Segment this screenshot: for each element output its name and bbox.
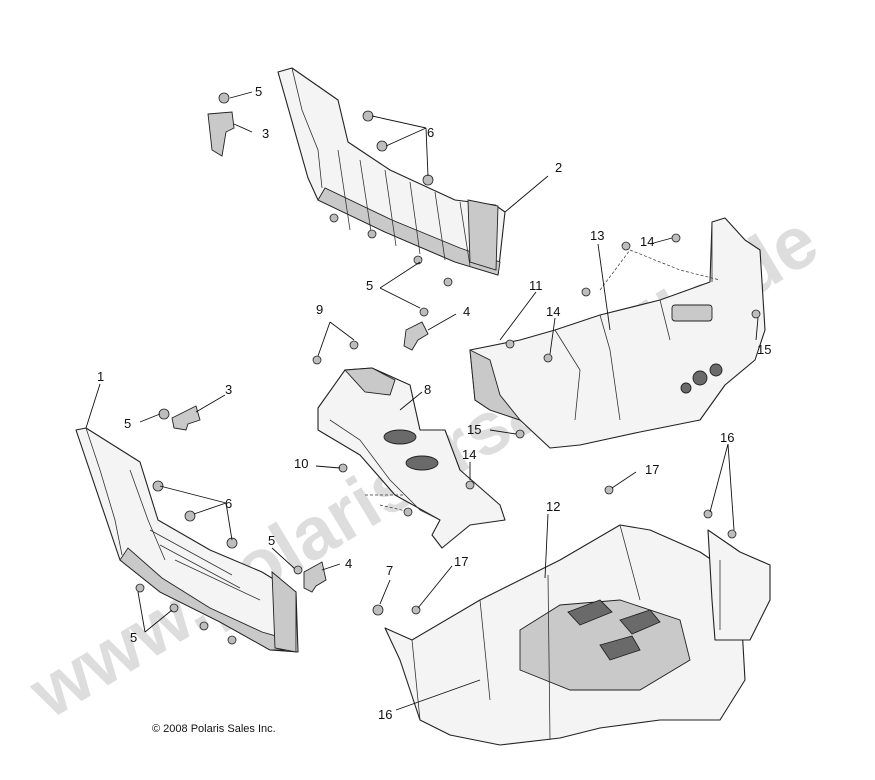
part-3-bracket-lower: [171, 405, 201, 431]
callout-14-mid: 14: [546, 304, 560, 319]
callout-15-right: 15: [757, 342, 771, 357]
part-4-bracket-lower: [303, 561, 327, 593]
part-4-bracket-upper: [403, 321, 429, 351]
callout-13: 13: [590, 228, 604, 243]
callout-5-left: 5: [124, 416, 131, 431]
callout-7: 7: [386, 563, 393, 578]
callout-12: 12: [546, 499, 560, 514]
callout-14-top: 14: [640, 234, 654, 249]
part-11-13-rear-bulkhead: [469, 217, 766, 449]
callout-10: 10: [294, 456, 308, 471]
part-16-right-side-panel: [707, 529, 771, 641]
copyright-notice: © 2008 Polaris Sales Inc.: [152, 723, 276, 735]
callout-8: 8: [424, 382, 431, 397]
part-12-floor-pan: [384, 524, 746, 746]
callout-16-right: 16: [720, 430, 734, 445]
callout-5-lower: 5: [268, 533, 275, 548]
callout-2: 2: [555, 160, 562, 175]
part-2-upper-rocker-panel: [277, 67, 506, 276]
callout-4-upper: 4: [463, 304, 470, 319]
callout-5-mid: 5: [366, 278, 373, 293]
callout-9: 9: [316, 302, 323, 317]
callout-16-bottom: 16: [378, 707, 392, 722]
part-3-bracket-upper: [207, 111, 235, 157]
part-1-lower-rocker-panel: [75, 427, 299, 653]
callouts: 1 2 3 3 4 4 5 5 5 5 5 6 6 7 8 9 10 11 12…: [97, 84, 771, 722]
callout-17-right: 17: [645, 462, 659, 477]
callout-6-upper: 6: [427, 125, 434, 140]
callout-6-lower: 6: [225, 496, 232, 511]
part-8-center-console: [317, 367, 506, 549]
callout-5-bottom: 5: [130, 630, 137, 645]
fasteners: [135, 92, 761, 645]
callout-11: 11: [529, 278, 543, 293]
callout-3-upper: 3: [262, 126, 269, 141]
callout-3-lower: 3: [225, 382, 232, 397]
leader-lines: [85, 91, 759, 711]
callout-4-lower: 4: [345, 556, 352, 571]
callout-17-bottom: 17: [454, 554, 468, 569]
callout-5-top: 5: [255, 84, 262, 99]
callout-1: 1: [97, 369, 104, 384]
callout-15-left: 15: [467, 422, 481, 437]
callout-14-console: 14: [462, 447, 476, 462]
